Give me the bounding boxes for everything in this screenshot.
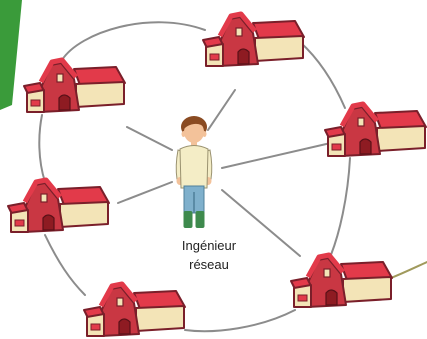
farm-barn-icon — [203, 14, 304, 66]
farm-bottom-left — [84, 284, 185, 336]
farm-barn-icon — [84, 284, 185, 336]
spoke-link-farm-left — [118, 182, 172, 203]
ring-link-farm-left-farm-top-left — [39, 115, 45, 182]
farm-left — [8, 180, 109, 232]
ring-link-farm-top-center-farm-right — [300, 42, 345, 108]
spoke-link-farm-top-center — [208, 90, 235, 130]
ring-link-farm-bottom-right-farm-bottom-left — [185, 310, 295, 331]
ring-link-farm-top-left-farm-top-center — [62, 22, 205, 60]
farm-top-left — [24, 60, 125, 112]
nodes-layer — [8, 14, 426, 336]
farm-top-center — [203, 14, 304, 66]
farm-right — [325, 104, 426, 156]
spoke-link-farm-top-left — [127, 127, 172, 150]
farm-barn-icon — [291, 255, 392, 307]
ring-link-farm-bottom-left-farm-left — [45, 235, 85, 295]
farm-barn-icon — [8, 180, 109, 232]
network-engineer-icon — [176, 116, 212, 228]
spoke-link-farm-right — [222, 142, 335, 168]
farm-barn-icon — [325, 104, 426, 156]
farm-bottom-right — [291, 255, 392, 307]
ring-link-farm-right-farm-bottom-right — [328, 158, 350, 262]
farm-barn-icon — [24, 60, 125, 112]
engineer-label: Ingénieur réseau — [163, 236, 255, 274]
